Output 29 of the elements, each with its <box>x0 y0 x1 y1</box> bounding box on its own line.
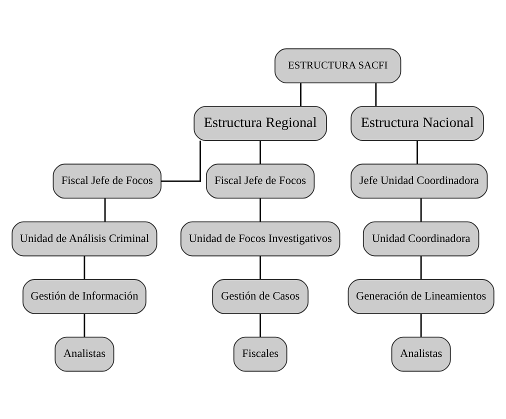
connector <box>84 256 86 279</box>
node-box: Unidad Coordinadora <box>362 220 480 256</box>
connector <box>260 313 262 336</box>
node-box: Analistas <box>391 336 451 372</box>
node-box: Fiscal Jefe de Focos <box>52 163 162 198</box>
node-box: Generación de Lineamientos <box>348 278 494 314</box>
node-box: Gestión de Casos <box>212 278 309 314</box>
connector <box>416 140 418 164</box>
node-box: Estructura Nacional <box>350 105 484 140</box>
connector <box>161 140 201 182</box>
node-box: Unidad de Análisis Criminal <box>12 220 158 256</box>
node-box: Analistas <box>54 336 114 372</box>
connector <box>420 313 422 336</box>
node-box: ESTRUCTURA SACFI <box>274 48 402 83</box>
node-box: Fiscal Jefe de Focos <box>206 163 315 198</box>
connector <box>104 198 106 222</box>
connector <box>260 256 262 279</box>
node-box: Estructura Regional <box>194 105 327 140</box>
connector <box>260 140 262 164</box>
connector <box>420 256 422 279</box>
connector <box>84 313 86 336</box>
node-box: Unidad de Focos Investigativos <box>180 220 340 256</box>
connector <box>375 82 377 106</box>
node-box: Gestión de Información <box>22 278 146 314</box>
node-box: Fiscales <box>233 336 288 372</box>
node-box: Jefe Unidad Coordinadora <box>350 163 488 198</box>
connector <box>420 198 422 222</box>
connector <box>260 198 262 222</box>
connector <box>300 82 302 106</box>
